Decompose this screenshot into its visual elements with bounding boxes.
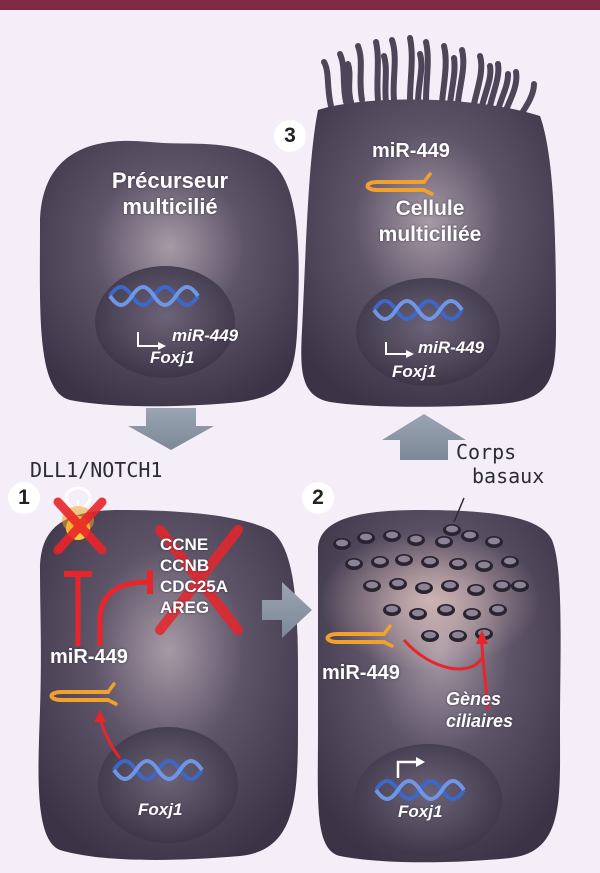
step2-gene-foxj1: Foxj1: [398, 802, 443, 821]
label-pointer: [453, 497, 465, 523]
step3-title: Cellule multiciliée: [330, 196, 530, 248]
promoter-arrow-icon: [137, 332, 160, 347]
receptor-label: DLL1/NOTCH1: [30, 458, 163, 482]
step2-number: 2: [302, 482, 334, 514]
precursor-title: Précurseur multicilié: [70, 168, 270, 220]
step2-mirna-label: miR-449: [322, 662, 400, 684]
ciliary-genes-line2: ciliaires: [446, 711, 514, 731]
process-arrow-icon: [262, 582, 312, 638]
step3-title-line1: Cellule: [395, 197, 465, 220]
step1-gene-foxj1: Foxj1: [138, 800, 183, 819]
target-areg: AREG: [160, 598, 210, 617]
precursor-title-line1: Précurseur: [111, 168, 229, 193]
precursor-gene-mir449: miR-449: [172, 326, 239, 345]
step3-mirna-label: miR-449: [372, 140, 450, 162]
step1-cell: [38, 486, 299, 860]
cilia-icon: [321, 35, 537, 119]
target-cdc25a: CDC25A: [160, 577, 229, 596]
step1-targets: CCNE CCNB CDC25A AREG: [160, 534, 228, 618]
precursor-title-line2: multicilié: [122, 194, 218, 219]
ciliary-genes-line1: Gènes: [446, 689, 502, 709]
step2-cell: [317, 497, 561, 863]
precursor-cell: [39, 140, 299, 407]
step3-gene-mir449: miR-449: [418, 338, 485, 357]
step1-number: 1: [8, 482, 40, 514]
activation-arrow-icon: [402, 639, 484, 671]
multiciliated-cell: [301, 35, 556, 407]
target-ccnb: CCNB: [160, 556, 210, 575]
step3-gene-foxj1: Foxj1: [392, 362, 437, 381]
target-ccne: CCNE: [160, 535, 209, 554]
basal-bodies-line2: basaux: [472, 464, 545, 488]
step1-mirna-label: miR-449: [50, 646, 128, 668]
ciliary-genes-label: Gènes ciliaires: [446, 688, 513, 732]
step3-title-line2: multiciliée: [378, 223, 482, 246]
process-arrow-icon: [128, 408, 214, 450]
process-arrow-icon: [382, 414, 466, 460]
promoter-arrow-icon: [396, 760, 418, 778]
step1-nucleus: [98, 727, 238, 843]
inhibition-bar-icon: [97, 579, 149, 646]
cross-icon: [155, 525, 243, 635]
basal-bodies-label: Corps basaux: [456, 440, 544, 488]
header-bar: [0, 0, 600, 10]
cross-icon: [53, 497, 107, 555]
activation-arrow-icon: [480, 641, 490, 711]
step3-number: 3: [274, 120, 306, 152]
basal-bodies-line1: Corps: [456, 440, 517, 464]
promoter-arrowhead-icon: [158, 342, 166, 350]
promoter-arrow-icon: [385, 342, 408, 355]
pathway-diagram: [38, 35, 561, 863]
promoter-arrowhead-icon: [406, 350, 414, 358]
precursor-gene-foxj1: Foxj1: [150, 348, 195, 367]
